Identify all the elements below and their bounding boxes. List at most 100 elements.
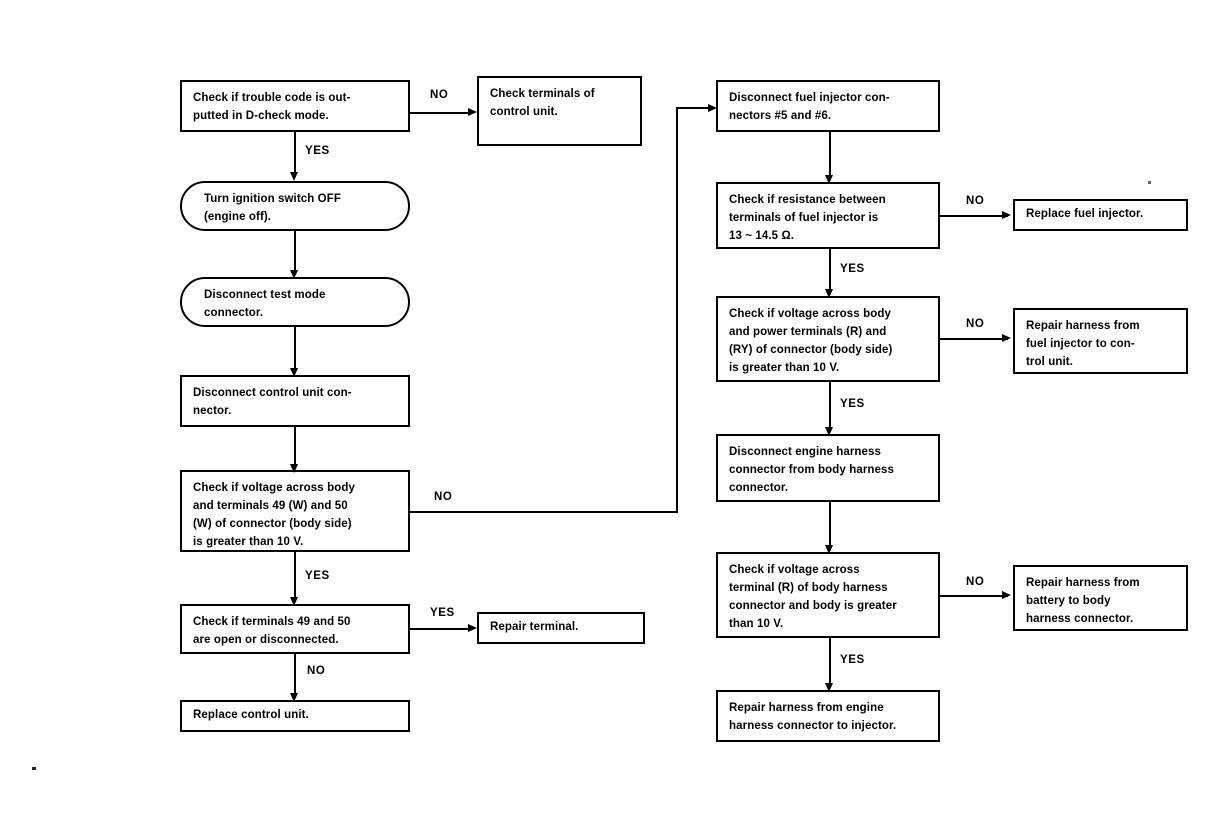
node-line: Replace control unit. xyxy=(193,709,309,721)
node-line: Check if resistance between xyxy=(729,194,886,206)
node-line: Repair harness from xyxy=(1026,577,1140,589)
node-disconnect-test-mode: Disconnect test mode connector. xyxy=(180,277,410,327)
branch-label-yes-terminals-open: YES xyxy=(430,607,455,619)
arrowhead-down xyxy=(825,289,833,298)
arrowhead-down xyxy=(290,270,298,279)
edge-body-harness-voltage-no xyxy=(940,595,1008,597)
node-line: (W) of connector (body side) xyxy=(193,518,352,531)
edge-body-harness-voltage-yes xyxy=(829,638,831,688)
edge-testmode-to-cu-connector xyxy=(294,327,296,373)
node-repair-harness-injector-to-control: Repair harness from fuel injector to con… xyxy=(1013,308,1188,374)
edge-injector-to-resistance xyxy=(829,132,831,180)
node-line: fuel injector to con- xyxy=(1026,338,1135,351)
branch-label-yes-body-harness-voltage: YES xyxy=(840,654,865,666)
node-turn-ignition-off: Turn ignition switch OFF (engine off). xyxy=(180,181,410,231)
node-check-voltage-terminals-49-50: Check if voltage across body and termina… xyxy=(180,470,410,552)
node-repair-terminal: Repair terminal. xyxy=(477,612,645,644)
edge-trouble-code-yes xyxy=(294,132,296,177)
node-line: Disconnect test mode xyxy=(204,289,326,301)
node-line: harness connector to injector. xyxy=(729,720,897,733)
node-line: trol unit. xyxy=(1026,356,1073,369)
edge-trouble-code-no xyxy=(410,112,472,114)
edge-terminals-open-no xyxy=(294,654,296,698)
edge-voltage-49-50-no-into-box xyxy=(676,107,712,109)
arrowhead-right xyxy=(468,108,477,116)
node-line: Disconnect fuel injector con- xyxy=(729,92,890,104)
node-disconnect-engine-harness: Disconnect engine harness connector from… xyxy=(716,434,940,502)
arrowhead-right xyxy=(1002,211,1011,219)
node-line: connector. xyxy=(729,482,789,495)
node-line: and terminals 49 (W) and 50 xyxy=(193,500,348,513)
node-line: (RY) of connector (body side) xyxy=(729,344,893,357)
node-line: nectors #5 and #6. xyxy=(729,110,832,123)
node-disconnect-control-unit-connector: Disconnect control unit con- nector. xyxy=(180,375,410,427)
node-line: and power terminals (R) and xyxy=(729,326,887,339)
scan-speck xyxy=(32,767,36,770)
arrowhead-right xyxy=(468,624,477,632)
node-replace-fuel-injector: Replace fuel injector. xyxy=(1013,199,1188,231)
branch-label-no-power-voltage: NO xyxy=(966,318,985,330)
node-line: putted in D-check mode. xyxy=(193,110,329,123)
node-line: connector and body is greater xyxy=(729,600,897,613)
node-line: Check if trouble code is out- xyxy=(193,92,351,104)
edge-resistance-no xyxy=(940,215,1008,217)
node-check-resistance: Check if resistance between terminals of… xyxy=(716,182,940,249)
edge-voltage-49-50-no-vertical xyxy=(676,108,678,513)
arrowhead-right xyxy=(708,103,717,112)
arrowhead-down xyxy=(290,172,298,181)
node-check-trouble-code: Check if trouble code is out- putted in … xyxy=(180,80,410,132)
node-check-terminals-open: Check if terminals 49 and 50 are open or… xyxy=(180,604,410,654)
arrowhead-down xyxy=(825,175,833,184)
node-line: Check terminals of xyxy=(490,88,595,100)
branch-label-no-terminals-open: NO xyxy=(307,665,326,677)
node-line: are open or disconnected. xyxy=(193,634,339,647)
arrowhead-down xyxy=(825,683,833,692)
node-repair-harness-engine-to-injector: Repair harness from engine harness conne… xyxy=(716,690,940,742)
node-line: Check if voltage across body xyxy=(729,308,891,320)
node-line: Repair harness from xyxy=(1026,320,1140,332)
node-line: Check if voltage across xyxy=(729,564,860,576)
node-line: Replace fuel injector. xyxy=(1026,208,1144,220)
node-line: battery to body xyxy=(1026,595,1111,608)
branch-label-yes-voltage-49-50: YES xyxy=(305,570,330,582)
node-check-voltage-power-terminals: Check if voltage across body and power t… xyxy=(716,296,940,382)
node-line: connector from body harness xyxy=(729,464,895,477)
arrowhead-right xyxy=(1002,591,1011,599)
arrowhead-right xyxy=(1002,334,1011,342)
node-line: Repair terminal. xyxy=(490,621,579,633)
arrowhead-down xyxy=(290,368,298,377)
node-line: Check if terminals 49 and 50 xyxy=(193,616,351,628)
node-line: Disconnect engine harness xyxy=(729,446,882,458)
node-repair-harness-battery-to-body: Repair harness from battery to body harn… xyxy=(1013,565,1188,631)
arrowhead-down xyxy=(290,464,298,473)
node-line: (engine off). xyxy=(204,211,272,224)
node-check-terminals-control-unit: Check terminals of control unit. xyxy=(477,76,642,146)
edge-power-voltage-no xyxy=(940,338,1008,340)
node-line: nector. xyxy=(193,405,232,418)
arrowhead-down xyxy=(825,427,833,436)
node-line: terminal (R) of body harness xyxy=(729,582,888,595)
node-replace-control-unit: Replace control unit. xyxy=(180,700,410,732)
node-line: Check if voltage across body xyxy=(193,482,355,494)
node-line: 13 ~ 14.5 Ω. xyxy=(729,230,795,243)
node-check-voltage-body-harness: Check if voltage across terminal (R) of … xyxy=(716,552,940,638)
branch-label-no-trouble-code: NO xyxy=(430,89,449,101)
branch-label-yes-power-voltage: YES xyxy=(840,398,865,410)
node-line: harness connector. xyxy=(1026,613,1134,626)
node-line: is greater than 10 V. xyxy=(193,536,304,549)
node-line: control unit. xyxy=(490,106,558,119)
node-line: Disconnect control unit con- xyxy=(193,387,352,399)
edge-engine-harness-to-voltage xyxy=(829,502,831,550)
branch-label-no-resistance: NO xyxy=(966,195,985,207)
node-line: Repair harness from engine xyxy=(729,702,884,714)
edge-voltage-49-50-no-horizontal xyxy=(410,511,678,513)
branch-label-no-voltage-49-50: NO xyxy=(434,491,453,503)
branch-label-yes-resistance: YES xyxy=(840,263,865,275)
edge-cu-connector-to-voltage-check xyxy=(294,427,296,469)
node-line: Turn ignition switch OFF xyxy=(204,193,341,205)
node-line: is greater than 10 V. xyxy=(729,362,840,375)
node-line: connector. xyxy=(204,307,264,320)
edge-voltage-49-50-yes xyxy=(294,552,296,602)
edge-terminals-open-yes xyxy=(410,628,472,630)
